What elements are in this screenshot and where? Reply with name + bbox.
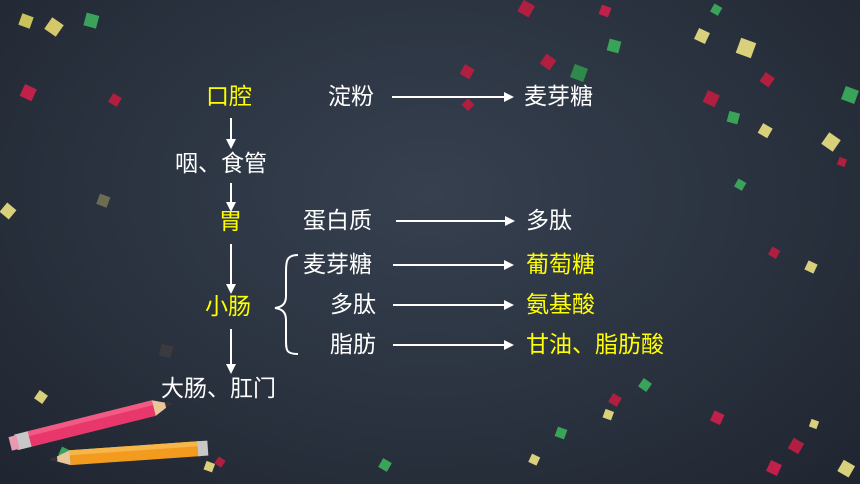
stomach-output: 多肽	[526, 208, 572, 234]
si-peptide-output: 氨基酸	[526, 292, 595, 318]
pink-pencil-icon	[8, 400, 172, 451]
brace	[274, 254, 299, 355]
stomach-input: 蛋白质	[303, 208, 372, 234]
organ-pharynx-esophagus: 咽、食管	[175, 151, 267, 177]
si-peptide-input: 多肽	[330, 292, 376, 318]
organ-mouth: 口腔	[206, 84, 252, 110]
mouth-input: 淀粉	[328, 84, 374, 110]
si-fat-output: 甘油、脂肪酸	[526, 332, 664, 358]
mouth-output: 麦芽糖	[524, 84, 593, 110]
organ-large-intestine-anus: 大肠、肛门	[161, 376, 276, 402]
orange-pencil-icon	[50, 440, 209, 466]
si-maltose-output: 葡萄糖	[526, 252, 595, 278]
organ-stomach: 胃	[219, 209, 242, 235]
si-fat-input: 脂肪	[330, 332, 376, 358]
organ-small-intestine: 小肠	[205, 294, 251, 320]
si-maltose-input: 麦芽糖	[303, 252, 372, 278]
